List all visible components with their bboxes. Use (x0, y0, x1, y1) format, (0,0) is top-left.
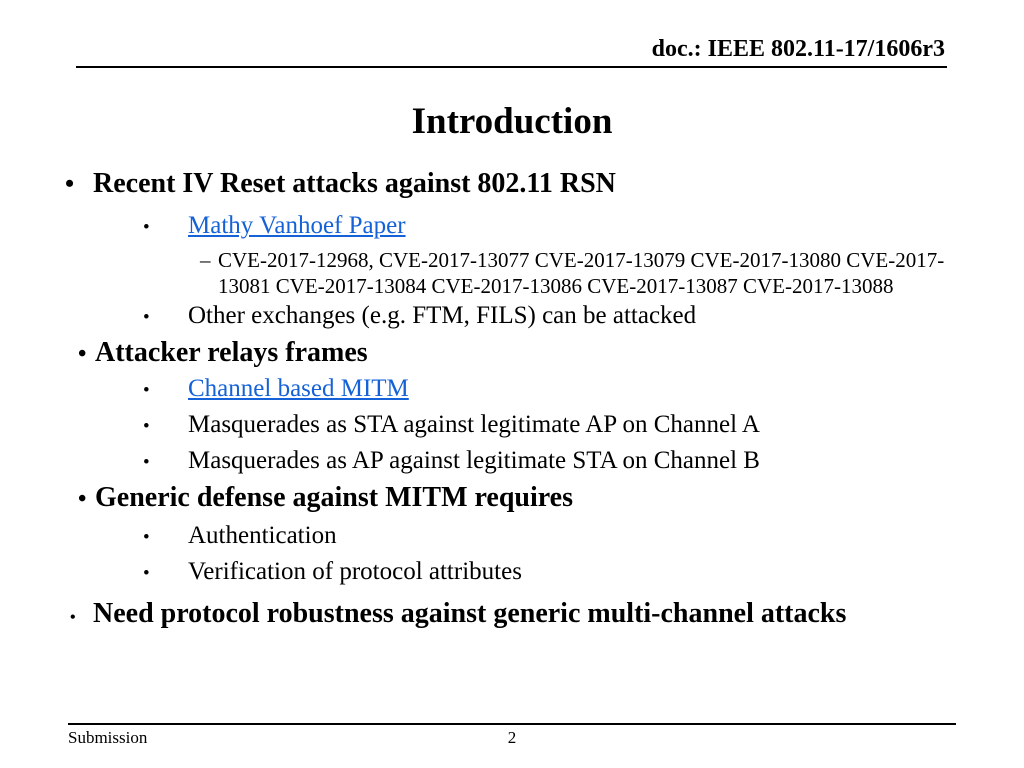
bullet-icon: • (143, 527, 150, 548)
dash-icon: – (200, 248, 211, 272)
link-mathy-vanhoef-paper[interactable]: Mathy Vanhoef Paper (188, 212, 406, 239)
bullet-text: Masquerades as AP against legitimate STA… (188, 447, 760, 474)
bullet-attacker-relays-frames: • Attacker relays frames (0, 335, 1024, 372)
bullet-text: Masquerades as STA against legitimate AP… (188, 411, 760, 438)
slide-title: Introduction (411, 101, 613, 142)
bullet-icon: • (143, 380, 150, 401)
bullet-icon: • (78, 486, 87, 512)
bullet-icon: • (143, 563, 150, 584)
bullet-icon: • (70, 609, 76, 626)
bullet-icon: • (143, 307, 150, 328)
bullet-masquerades-sta: • Masquerades as STA against legitimate … (0, 408, 1024, 444)
page-number: 2 (507, 728, 517, 747)
bullet-mathy-vanhoef: • Mathy Vanhoef Paper (0, 209, 1024, 245)
bullet-recent-iv-reset: • Recent IV Reset attacks against 802.11… (0, 166, 1024, 202)
bullet-channel-based-mitm: • Channel based MITM (0, 372, 1024, 408)
bullet-text: Other exchanges (e.g. FTM, FILS) can be … (188, 302, 697, 329)
bullet-text: Need protocol robustness against generic… (93, 598, 847, 629)
footer-divider (68, 723, 956, 725)
bullet-generic-defense: • Generic defense against MITM requires (0, 480, 1024, 517)
link-channel-based-mitm[interactable]: Channel based MITM (188, 375, 409, 402)
footer-submission-label: Submission (68, 728, 148, 747)
bullet-verification: • Verification of protocol attributes (0, 555, 1024, 591)
bullet-need-protocol-robustness: • Need protocol robustness against gener… (0, 593, 1024, 639)
slide-body: • Recent IV Reset attacks against 802.11… (0, 160, 1024, 639)
bullet-icon: • (143, 217, 150, 238)
bullet-text: Attacker relays frames (95, 337, 368, 368)
bullet-masquerades-ap: • Masquerades as AP against legitimate S… (0, 444, 1024, 480)
bullet-authentication: • Authentication (0, 519, 1024, 555)
bullet-other-exchanges: • Other exchanges (e.g. FTM, FILS) can b… (0, 299, 1024, 335)
bullet-text: Generic defense against MITM requires (95, 482, 574, 513)
bullet-icon: • (65, 169, 75, 198)
bullet-text: Recent IV Reset attacks against 802.11 R… (93, 168, 616, 199)
cve-list-item: – CVE-2017-12968, CVE-2017-13077 CVE-201… (0, 247, 1024, 299)
doc-reference: doc.: IEEE 802.11-17/1606r3 (651, 36, 945, 62)
cve-list-text: CVE-2017-12968, CVE-2017-13077 CVE-2017-… (218, 248, 945, 298)
bullet-text: Authentication (188, 522, 337, 549)
bullet-icon: • (143, 452, 150, 473)
header-divider (76, 66, 947, 68)
bullet-icon: • (78, 341, 87, 367)
bullet-icon: • (143, 416, 150, 437)
bullet-text: Verification of protocol attributes (188, 558, 522, 585)
